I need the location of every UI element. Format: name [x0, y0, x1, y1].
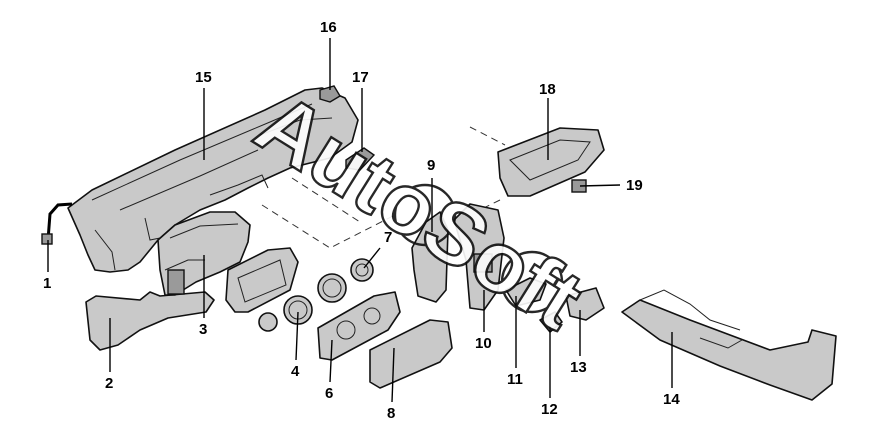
- speedometer: [317, 273, 347, 303]
- callout-19: 19: [626, 177, 643, 194]
- callout-6: 6: [325, 385, 333, 402]
- part-2-lower-cover: [85, 291, 215, 351]
- part-9-side-panel: [411, 211, 449, 303]
- callout-10: 10: [475, 335, 492, 352]
- part-7-gauge: [350, 258, 374, 282]
- part-8-lens-cover: [369, 319, 453, 389]
- callout-14: 14: [663, 391, 680, 408]
- callout-11: 11: [507, 371, 523, 388]
- callout-17: 17: [352, 69, 369, 86]
- callout-12: 12: [541, 401, 558, 418]
- callout-9: 9: [427, 157, 435, 174]
- callout-8: 8: [387, 405, 395, 422]
- part-15-instrument-panel: [67, 87, 359, 273]
- callout-18: 18: [539, 81, 556, 98]
- part-16-vent-knob: [319, 85, 341, 103]
- part-13-bracket: [565, 287, 605, 321]
- callout-2: 2: [105, 375, 113, 392]
- part-1-cable: [41, 202, 73, 245]
- callout-labels: 1 2 3 4 6 7 8 9 10 11 12 13 14 15 16 17 …: [43, 19, 680, 422]
- callout-4: 4: [291, 363, 300, 380]
- callout-13: 13: [570, 359, 587, 376]
- part-6-meter-bezel: [317, 291, 401, 361]
- part-18-glove-box: [497, 127, 605, 197]
- callout-7: 7: [384, 229, 392, 246]
- leader-lines: [47, 38, 673, 403]
- part-4-gauge: [258, 295, 313, 332]
- callout-1: 1: [43, 275, 51, 292]
- part-14-floor-console: [621, 289, 837, 401]
- part-3-cluster-hood: [157, 211, 251, 296]
- callout-3: 3: [199, 321, 207, 338]
- part-5-meter-housing: [225, 247, 299, 313]
- part-10-center-bracket: [453, 203, 505, 311]
- callout-15: 15: [195, 69, 212, 86]
- part-17-vent-grille: [345, 147, 376, 171]
- part-12-clip: [539, 311, 563, 333]
- callout-16: 16: [320, 19, 337, 36]
